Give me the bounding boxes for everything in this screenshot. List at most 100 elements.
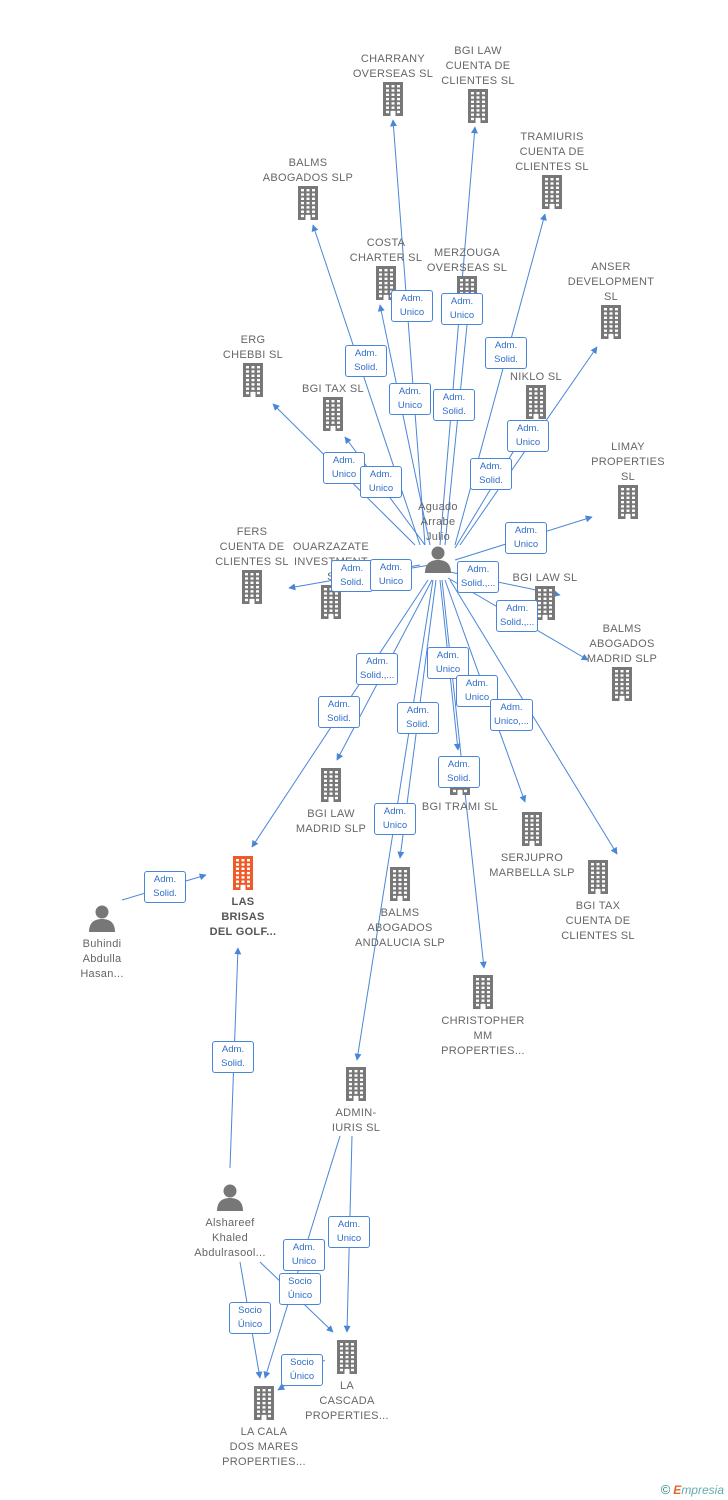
edge-label[interactable]: Adm. Solid. bbox=[212, 1041, 254, 1073]
edge-label[interactable]: Adm. Unico bbox=[370, 559, 412, 591]
copyright-credit[interactable]: ©Empresia bbox=[661, 1482, 724, 1497]
node-label: Buhindi Abdulla Hasan... bbox=[80, 938, 124, 980]
node-label: LA CALA DOS MARES PROPERTIES... bbox=[222, 1426, 306, 1468]
edge-label[interactable]: Adm. Unico bbox=[505, 522, 547, 554]
edge-aguado-charrany bbox=[389, 119, 426, 546]
node-label: NIKLO SL bbox=[510, 371, 562, 383]
building-icon bbox=[520, 812, 544, 846]
company-node-charrany[interactable]: CHARRANY OVERSEAS SL bbox=[328, 52, 458, 121]
company-node-lacascada[interactable]: LA CASCADA PROPERTIES... bbox=[282, 1340, 412, 1424]
company-node-bgitax_cuenta[interactable]: BGI TAX CUENTA DE CLIENTES SL bbox=[533, 860, 663, 944]
company-node-limay[interactable]: LIMAY PROPERTIES SL bbox=[563, 440, 693, 524]
company-node-bgi_madrid[interactable]: BGI LAW MADRID SLP bbox=[266, 768, 396, 837]
edge-label[interactable]: Adm. Solid. bbox=[397, 702, 439, 734]
edge-label[interactable]: Socio Único bbox=[229, 1302, 271, 1334]
edge-label[interactable]: Adm. Solid. bbox=[144, 871, 186, 903]
person-node-alshareef[interactable]: Alshareef Khaled Abdulrasool... bbox=[165, 1183, 295, 1261]
company-node-tramiuris[interactable]: TRAMIURIS CUENTA DE CLIENTES SL bbox=[487, 130, 617, 214]
edge-label[interactable]: Adm. Unico bbox=[360, 466, 402, 498]
edge-label[interactable]: Socio Único bbox=[281, 1354, 323, 1386]
node-label: ERG CHEBBI SL bbox=[222, 334, 284, 361]
brand-initial: E bbox=[673, 1483, 682, 1497]
node-label: BALMS ABOGADOS MADRID SLP bbox=[586, 623, 658, 665]
company-node-bgi_cuenta[interactable]: BGI LAW CUENTA DE CLIENTES SL bbox=[413, 44, 543, 128]
company-node-bgitax[interactable]: BGI TAX SL bbox=[268, 382, 398, 436]
company-node-lacala[interactable]: LA CALA DOS MARES PROPERTIES... bbox=[199, 1386, 329, 1470]
edge-label[interactable]: Adm. Solid. bbox=[345, 345, 387, 377]
person-node-buhindi[interactable]: Buhindi Abdulla Hasan... bbox=[37, 904, 167, 982]
person-icon bbox=[216, 1183, 244, 1211]
building-icon bbox=[241, 363, 265, 397]
person-icon bbox=[424, 545, 452, 573]
edge-label[interactable]: Adm. Solid. bbox=[318, 696, 360, 728]
building-icon bbox=[335, 1340, 359, 1374]
company-node-costa[interactable]: COSTA CHARTER SL bbox=[321, 236, 451, 305]
edge-aguado-merzouga bbox=[444, 314, 471, 546]
edge-aguado-balms_slp bbox=[311, 224, 421, 546]
company-node-erg[interactable]: ERG CHEBBI SL bbox=[188, 333, 318, 402]
company-node-niklo[interactable]: NIKLO SL bbox=[471, 370, 601, 424]
edge-label[interactable]: Adm. Solid. bbox=[433, 389, 475, 421]
node-label: OUARZAZATE INVESTMENT S bbox=[292, 541, 370, 583]
node-label: BGI TRAMI SL bbox=[421, 801, 499, 813]
node-label: CHARRANY OVERSEAS SL bbox=[352, 53, 434, 80]
edge-label[interactable]: Adm. Unico bbox=[389, 383, 431, 415]
building-icon bbox=[231, 856, 255, 890]
edge-label[interactable]: Adm. Solid.,... bbox=[356, 653, 399, 685]
node-label: LAS BRISAS DEL GOLF... bbox=[209, 896, 277, 938]
company-node-balms_madrid[interactable]: BALMS ABOGADOS MADRID SLP bbox=[557, 622, 687, 706]
node-label: Alshareef Khaled Abdulrasool... bbox=[194, 1217, 266, 1259]
building-icon bbox=[388, 867, 412, 901]
building-icon bbox=[533, 586, 557, 620]
company-node-anser[interactable]: ANSER DEVELOPMENT SL bbox=[546, 260, 676, 344]
edge-label[interactable]: Adm. Unico bbox=[283, 1239, 325, 1271]
company-node-fers[interactable]: FERS CUENTA DE CLIENTES SL bbox=[187, 525, 317, 609]
edge-label[interactable]: Adm. Unico bbox=[374, 803, 416, 835]
building-icon bbox=[524, 385, 548, 419]
building-icon bbox=[344, 1067, 368, 1101]
edge-aguado-tramiuris bbox=[454, 213, 547, 546]
company-node-bgilaw[interactable]: BGI LAW SL bbox=[480, 571, 610, 625]
edge-label[interactable]: Adm. Solid. bbox=[470, 458, 512, 490]
edge-aguado-bgi_cuenta bbox=[439, 126, 478, 546]
node-label: SERJUPRO MARBELLA SLP bbox=[489, 852, 575, 879]
node-label: ADMIN- IURIS SL bbox=[331, 1107, 381, 1134]
edge-label[interactable]: Adm. Solid. bbox=[485, 337, 527, 369]
edge-label[interactable]: Adm. Unico bbox=[456, 675, 498, 707]
company-node-balms_and[interactable]: BALMS ABOGADOS ANDALUCIA SLP bbox=[335, 867, 465, 951]
company-node-lasbrisas[interactable]: LAS BRISAS DEL GOLF... bbox=[178, 856, 308, 940]
node-label: BALMS ABOGADOS SLP bbox=[262, 157, 354, 184]
node-label: COSTA CHARTER SL bbox=[349, 237, 423, 264]
building-icon bbox=[610, 667, 634, 701]
edge-label[interactable]: Adm. Solid.,... bbox=[457, 561, 500, 593]
edge-label[interactable]: Adm. Unico bbox=[507, 420, 549, 452]
company-node-serjupro[interactable]: SERJUPRO MARBELLA SLP bbox=[467, 812, 597, 881]
node-label: BGI TAX SL bbox=[302, 383, 364, 395]
edge-label[interactable]: Adm. Solid. bbox=[438, 756, 480, 788]
person-node-aguado[interactable]: Aguado Arrabe Julio bbox=[373, 500, 503, 578]
edge-label[interactable]: Adm. Unico bbox=[323, 452, 365, 484]
node-label: Aguado Arrabe Julio bbox=[418, 501, 458, 543]
edge-label[interactable]: Socio Único bbox=[279, 1273, 321, 1305]
building-icon bbox=[381, 82, 405, 116]
node-label: BGI TAX CUENTA DE CLIENTES SL bbox=[561, 900, 635, 942]
company-node-adminiuris[interactable]: ADMIN- IURIS SL bbox=[291, 1067, 421, 1136]
edge-label[interactable]: Adm. Unico bbox=[441, 293, 483, 325]
edge-aguado-bgitax_cuenta bbox=[449, 579, 618, 855]
company-node-christopher[interactable]: CHRISTOPHER MM PROPERTIES... bbox=[418, 975, 548, 1059]
building-icon bbox=[319, 768, 343, 802]
building-icon bbox=[319, 585, 343, 619]
edge-label[interactable]: Adm. Unico bbox=[328, 1216, 370, 1248]
edge-label[interactable]: Adm. Solid. bbox=[331, 560, 373, 592]
edge-label[interactable]: Adm. Unico,... bbox=[490, 699, 533, 731]
edge-label[interactable]: Adm. Unico bbox=[391, 290, 433, 322]
edge-aguado-costa bbox=[377, 304, 431, 546]
company-node-ouarzazate[interactable]: OUARZAZATE INVESTMENT S bbox=[266, 540, 396, 624]
company-node-balms_slp[interactable]: BALMS ABOGADOS SLP bbox=[243, 156, 373, 225]
node-label: ANSER DEVELOPMENT SL bbox=[567, 261, 655, 303]
node-label: FERS CUENTA DE CLIENTES SL bbox=[215, 526, 289, 568]
edge-label[interactable]: Adm. Solid.,... bbox=[496, 600, 539, 632]
edge-label[interactable]: Adm. Unico bbox=[427, 647, 469, 679]
building-icon bbox=[471, 975, 495, 1009]
